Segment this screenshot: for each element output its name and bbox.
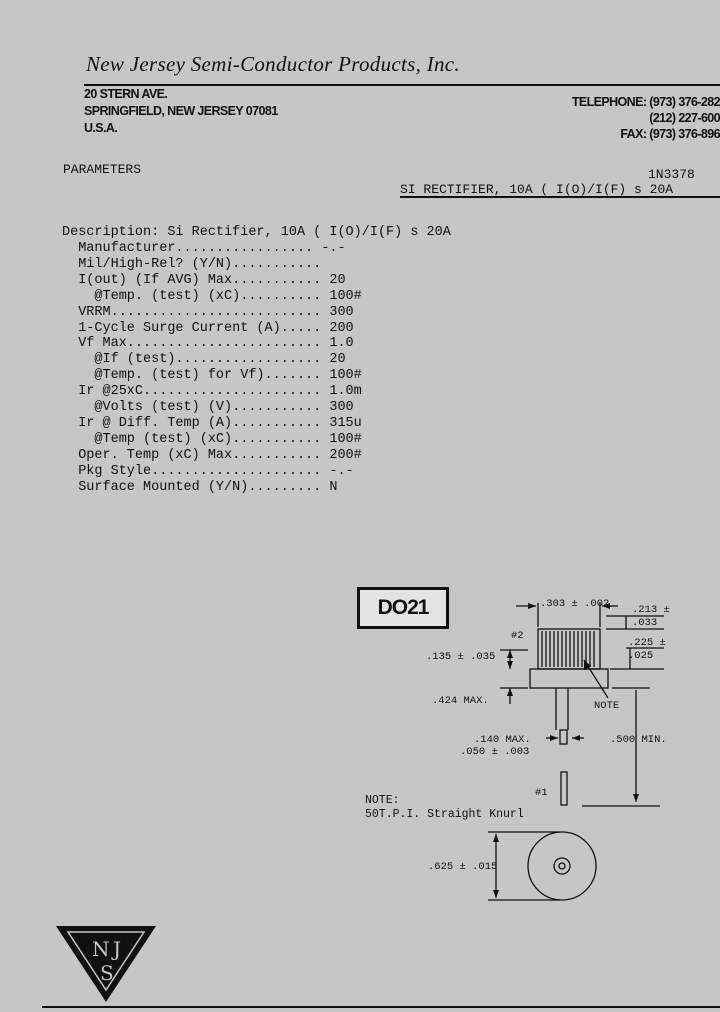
parameter-label: 1-Cycle Surge Current (A)..... — [62, 320, 330, 336]
part-number: 1N3378 — [648, 167, 695, 182]
dim-height: .424 MAX. — [432, 695, 489, 707]
parameter-row: @Temp (test) (xC)........... 100# — [62, 431, 362, 448]
dim-top-right-2: .033 — [632, 617, 658, 629]
parameter-list: Manufacturer................. -.- Mil/Hi… — [62, 241, 362, 496]
parameter-value: 100# — [329, 431, 362, 447]
parameter-value: -.- — [329, 463, 354, 479]
parameter-row: Surface Mounted (Y/N)......... N — [62, 480, 362, 496]
parameter-value: 100# — [329, 288, 362, 304]
dim-lead-dia: .050 ± .003 — [460, 746, 530, 758]
telephone-1: TELEPHONE: (973) 376-282 — [571, 95, 720, 109]
terminal-2-label: #2 — [511, 630, 524, 642]
parameter-label: VRRM.......................... — [62, 304, 330, 320]
contact-block: TELEPHONE: (973) 376-282 (212) 227-600 F… — [572, 94, 720, 142]
address-line-1: 20 STERN AVE. — [84, 87, 168, 101]
parameter-value: 315u — [329, 415, 362, 431]
parameter-row: @Volts (test) (V)........... 300 — [62, 400, 362, 416]
footer-rule — [42, 1006, 720, 1008]
parameter-row: Ir @25xC...................... 1.0m — [62, 384, 362, 400]
company-address: 20 STERN AVE. SPRINGFIELD, NEW JERSEY 07… — [84, 86, 278, 137]
company-name: New Jersey Semi-Conductor Products, Inc. — [86, 52, 460, 76]
base-flange — [529, 668, 609, 689]
parameter-row: @If (test).................. 20 — [62, 352, 362, 368]
dim-bottom-diameter: .625 ± .015 — [428, 861, 498, 873]
terminal-1-label: #1 — [535, 787, 548, 799]
parameter-value: 1.0m — [329, 384, 362, 400]
telephone-2: (212) 227-600 — [649, 111, 720, 125]
dim-top-width: .303 ± .002 — [540, 598, 610, 610]
parameter-row: Oper. Temp (xC) Max........... 200# — [62, 448, 362, 464]
knurled-head — [537, 628, 601, 670]
dim-lead-max: .140 MAX. — [474, 734, 531, 746]
fax-number: FAX: (973) 376-896 — [620, 127, 720, 141]
parameter-label: Manufacturer................. — [62, 241, 322, 256]
parameter-label: Vf Max........................ — [62, 336, 330, 352]
parameter-value: 1.0 — [329, 336, 354, 352]
bottom-view-hub — [553, 857, 571, 875]
parameter-row: @Temp. (test) for Vf)....... 100# — [62, 368, 362, 384]
parameter-label: Surface Mounted (Y/N)......... — [62, 479, 330, 495]
dim-lead-length: .500 MIN. — [610, 734, 667, 746]
parameters-label: PARAMETERS — [63, 162, 142, 177]
bottom-view-outline — [527, 831, 597, 901]
parameter-label: Oper. Temp (xC) Max........... — [62, 447, 330, 463]
parameter-value: 300 — [329, 304, 354, 320]
logo-letter-s: S — [100, 961, 114, 985]
parameter-row: I(out) (If AVG) Max........... 20 — [62, 273, 362, 289]
address-line-2: SPRINGFIELD, NEW JERSEY 07081 — [84, 104, 278, 118]
parameter-label: @Volts (test) (V)........... — [62, 400, 330, 416]
parameter-value: 200 — [329, 320, 354, 336]
note-title: NOTE: — [365, 794, 400, 807]
parameter-value: 20 — [329, 352, 346, 368]
parameter-row: @Temp. (test) (xC).......... 100# — [62, 288, 362, 305]
parameter-label: @Temp. (test) (xC).......... — [62, 288, 330, 304]
parameter-row: Vf Max........................ 1.0 — [62, 336, 362, 352]
njs-logo: N J S — [56, 926, 156, 1002]
subtitle-rule — [400, 196, 720, 198]
parameter-value: N — [329, 479, 338, 495]
parameter-row: 1-Cycle Surge Current (A)..... 200 — [62, 321, 362, 337]
lead-stub — [559, 729, 568, 745]
parameter-row: Pkg Style..................... -.- — [62, 464, 362, 480]
parameter-label: Mil/High-Rel? (Y/N)........... — [62, 256, 330, 272]
address-line-3: U.S.A. — [84, 121, 118, 135]
parameter-label: Ir @25xC...................... — [62, 384, 330, 400]
parameter-value: 100# — [329, 368, 362, 384]
parameter-label: Ir @ Diff. Temp (A)........... — [62, 415, 330, 431]
note-arrow-label: NOTE — [594, 700, 620, 712]
bottom-view-center — [558, 862, 566, 870]
header-rule — [84, 84, 720, 86]
logo-triangle — [56, 926, 156, 1002]
package-badge: DO21 — [357, 587, 449, 629]
parameter-row: Ir @ Diff. Temp (A)........... 315u — [62, 416, 362, 432]
note-text: 50T.P.I. Straight Knurl — [365, 808, 524, 821]
parameter-row: Manufacturer................. -.- — [62, 241, 362, 257]
logo-letter-n: N — [92, 937, 110, 961]
parameter-value: 200# — [329, 447, 362, 463]
parameter-row: VRRM.......................... 300 — [62, 305, 362, 321]
parameter-label: @Temp (test) (xC)........... — [62, 431, 330, 447]
dim-right-b: .025 — [628, 650, 654, 662]
parameter-value: 300 — [329, 400, 354, 416]
parameter-label: Pkg Style..................... — [62, 463, 330, 479]
package-badge-text: DO21 — [377, 596, 430, 619]
parameter-value: -.- — [321, 241, 346, 256]
dim-right-a: .225 ± — [628, 637, 666, 649]
parameter-label: I(out) (If AVG) Max........... — [62, 272, 330, 288]
parameter-label: @Temp. (test) for Vf)....... — [62, 368, 330, 384]
device-subtitle: SI RECTIFIER, 10A ( I(O)/I(F) s 20A — [400, 182, 674, 197]
logo-letter-j: J — [111, 937, 121, 961]
parameter-value: 20 — [329, 272, 346, 288]
knurl-lines — [541, 631, 595, 667]
parameter-row: Mil/High-Rel? (Y/N)........... — [62, 257, 362, 273]
lead-terminal — [560, 771, 568, 806]
dim-left-a: .135 ± .035 — [426, 651, 496, 663]
description-line: Description: Si Rectifier, 10A ( I(O)/I(… — [62, 225, 451, 240]
parameter-label: @If (test).................. — [62, 352, 330, 368]
dim-top-right: .213 ± — [632, 604, 670, 616]
